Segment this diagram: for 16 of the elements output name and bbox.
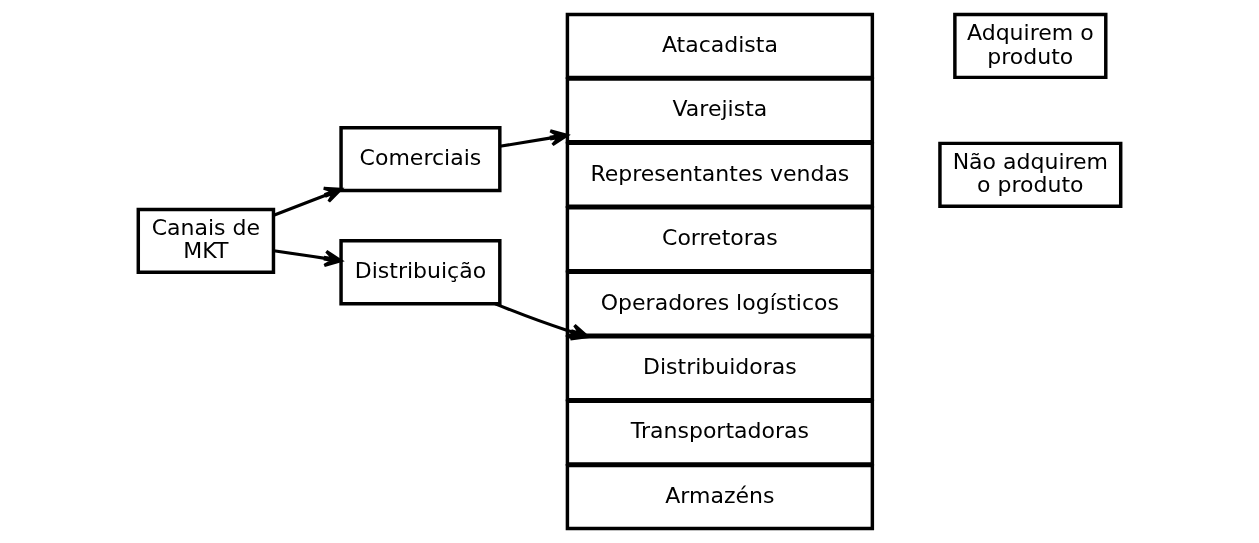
node-box: Representantes vendas	[565, 141, 875, 208]
arrow	[499, 129, 569, 148]
node-box: Varejista	[565, 77, 875, 144]
node-box: Corretoras	[565, 206, 875, 273]
node-box: Atacadista	[565, 12, 875, 80]
node-box: Distribuição	[339, 239, 502, 306]
arrow	[273, 186, 343, 217]
node-box: Comerciais	[339, 125, 502, 193]
node-box: Distribuidoras	[565, 335, 875, 402]
node-box: Canais de MKT	[136, 207, 276, 275]
node-box: Não adquirem o produto	[938, 141, 1123, 208]
node-box: Armazéns	[565, 463, 875, 531]
node-box: Adquirem o produto	[953, 12, 1108, 80]
node-box: Operadores logísticos	[565, 270, 875, 337]
node-box: Transportadoras	[565, 399, 875, 466]
arrow	[273, 249, 343, 267]
